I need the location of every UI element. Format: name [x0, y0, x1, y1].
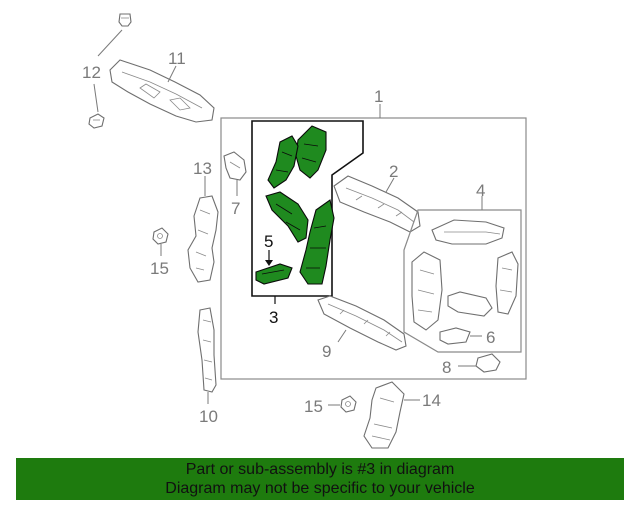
arrow-5 [265, 260, 273, 266]
callout-13: 13 [193, 159, 212, 178]
part-4-frame [403, 209, 522, 353]
footer-line-1: Part or sub-assembly is #3 in diagram [185, 461, 455, 478]
part-8-bracket [475, 353, 501, 373]
part-9-crossmember [317, 295, 407, 351]
callout-3: 3 [269, 308, 278, 327]
callout-6: 6 [486, 328, 495, 347]
callout-11: 11 [168, 49, 186, 68]
leader-12b [93, 83, 99, 113]
part-10-reinforcement [197, 307, 217, 393]
parts-diagram: 1 2 3 4 5 6 7 8 9 10 11 12 13 14 15 15 [82, 13, 527, 449]
leader-11 [167, 65, 177, 83]
part-15a-clip [152, 227, 169, 245]
part-14-bracket [363, 381, 405, 449]
callout-9: 9 [322, 342, 331, 361]
callout-10: 10 [199, 407, 218, 426]
footer-line-2: Diagram may not be specific to your vehi… [165, 480, 475, 497]
part-15b-clip [340, 395, 357, 413]
part-4-components [411, 219, 519, 331]
callout-14: 14 [422, 391, 441, 410]
part-13-bracket [187, 195, 219, 283]
part-2-crossmember [333, 175, 421, 233]
callout-12: 12 [82, 63, 101, 82]
assembly-frame [220, 117, 527, 380]
callout-1: 1 [374, 87, 383, 106]
leader-2 [385, 177, 395, 193]
footer-banner: Part or sub-assembly is #3 in diagram Di… [16, 458, 624, 500]
callout-7: 7 [231, 199, 240, 218]
leader-9 [337, 329, 347, 343]
part-3-highlight [255, 125, 335, 285]
callout-15a: 15 [150, 259, 169, 278]
callout-15b: 15 [304, 397, 323, 416]
callout-8: 8 [442, 358, 451, 377]
part-7-bracket [223, 151, 247, 181]
callout-4: 4 [476, 181, 485, 200]
callout-2: 2 [389, 162, 398, 181]
part-11-support [109, 59, 215, 123]
callout-5: 5 [264, 232, 273, 251]
part-6-bracket [439, 327, 471, 345]
leader-12a [97, 29, 123, 57]
part-12-clip [88, 13, 132, 129]
